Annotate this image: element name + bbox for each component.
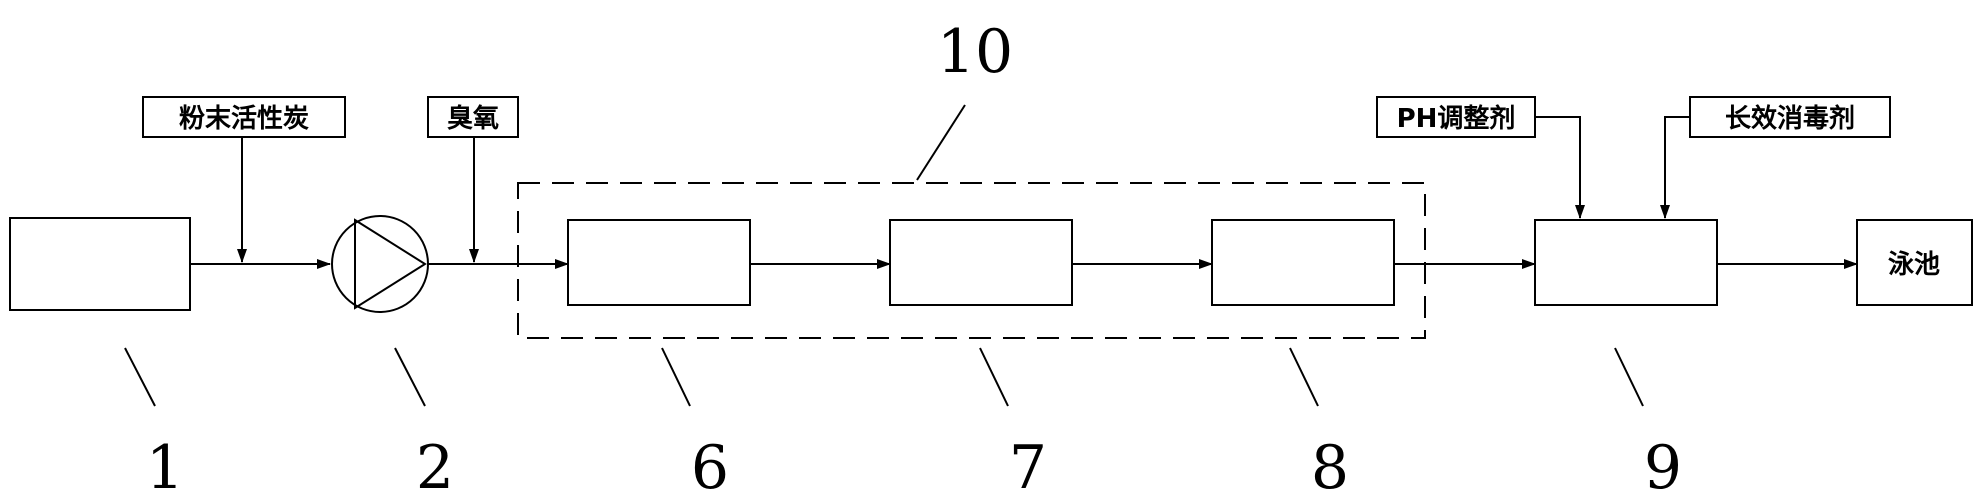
leader-line-10 [916, 104, 966, 181]
unit-box-8 [1211, 219, 1395, 306]
leader-line-9 [1614, 347, 1644, 407]
label-number-10: 10 [937, 17, 1013, 87]
arrow-ph-adjuster-feed [1535, 116, 1585, 219]
dashed-group-10 [517, 182, 1426, 339]
label-box-powdered-activated-carbon [142, 96, 346, 138]
label-box-long-acting-disinfectant [1689, 96, 1891, 138]
label-pool: 泳池 [1888, 250, 1940, 280]
leader-line-2 [394, 347, 426, 407]
leader-line-8 [1289, 347, 1319, 407]
label-number-7: 7 [1009, 433, 1047, 496]
arrow-disinfectant-feed [1660, 116, 1690, 219]
label-ozone: 臭氧 [447, 104, 499, 134]
pump-icon [331, 215, 429, 313]
pool-box [1856, 219, 1973, 306]
label-number-2: 2 [416, 433, 454, 496]
label-number-8: 8 [1311, 433, 1349, 496]
label-powdered-activated-carbon: 粉末活性炭 [179, 104, 309, 134]
unit-box-7 [889, 219, 1073, 306]
unit-box-1 [9, 217, 191, 311]
label-ph-adjuster: PH调整剂 [1397, 103, 1516, 134]
label-number-9: 9 [1644, 433, 1682, 496]
leader-line-1 [124, 347, 156, 407]
unit-box-9 [1534, 219, 1718, 306]
leader-line-7 [979, 347, 1009, 407]
label-long-acting-disinfectant: 长效消毒剂 [1725, 103, 1855, 134]
unit-box-6 [567, 219, 751, 306]
label-box-ozone [427, 96, 519, 138]
label-number-1: 1 [146, 433, 184, 496]
label-number-6: 6 [691, 433, 729, 496]
leader-line-6 [661, 347, 691, 407]
